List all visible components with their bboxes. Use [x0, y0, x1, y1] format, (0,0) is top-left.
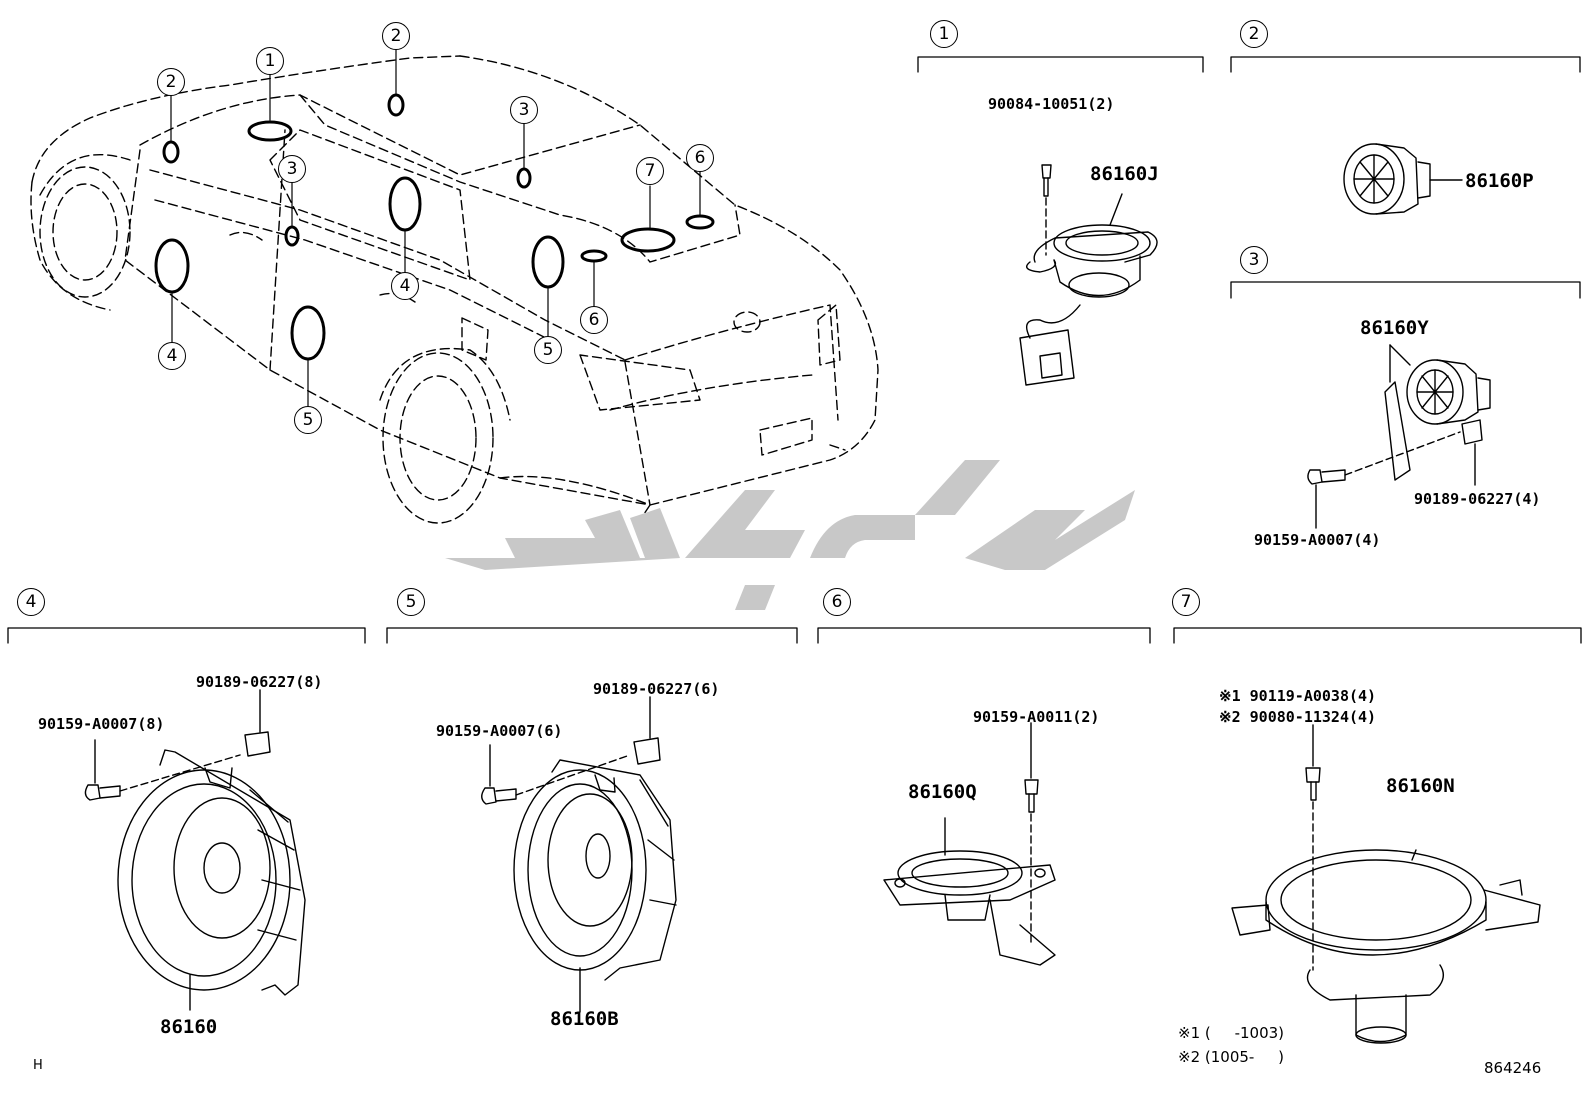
part-label-p4-screw: 90159-A0007(8) — [38, 715, 165, 733]
callout-4-car-rear: 4 — [391, 272, 419, 300]
watermark-logo — [445, 460, 1135, 610]
callout-4-car-front: 4 — [158, 342, 186, 370]
callout-2-car-roof: 2 — [382, 22, 410, 50]
part-label-p6-speaker: 86160Q — [908, 781, 977, 803]
part-label-p7-speaker: 86160N — [1386, 775, 1455, 797]
callout-leaders — [170, 49, 701, 407]
section-callout-5: 5 — [397, 588, 425, 616]
section-callout-1: 1 — [930, 20, 958, 48]
callout-3-car-rear: 3 — [510, 96, 538, 124]
speaker-86160n — [1231, 724, 1541, 1044]
callout-5-car-rear: 5 — [534, 336, 562, 364]
diagram-number: 864246 — [1484, 1059, 1542, 1077]
callout-5-car-front: 5 — [294, 406, 322, 434]
part-label-p1-screw: 90084-10051(2) — [988, 95, 1115, 113]
part-label-p5-nut: 90189-06227(6) — [593, 680, 720, 698]
speaker-86160q — [883, 722, 1056, 966]
part-label-p5-screw: 90159-A0007(6) — [436, 722, 563, 740]
part-label-p5-speaker: 86160B — [550, 1008, 619, 1030]
part-label-p6-screw: 90159-A0011(2) — [973, 708, 1100, 726]
callout-7-car: 7 — [636, 157, 664, 185]
footnote-1: ※1 ( -1003) — [1178, 1024, 1285, 1042]
speaker-86160p — [1343, 143, 1463, 215]
speaker-location-rings — [154, 93, 715, 361]
car-outline — [30, 55, 879, 524]
section-callout-2: 2 — [1240, 20, 1268, 48]
section-callout-4: 4 — [17, 588, 45, 616]
section-callout-3: 3 — [1240, 246, 1268, 274]
part-label-p7-screw2: ※2 90080-11324(4) — [1219, 708, 1377, 726]
speaker-86160b — [481, 696, 677, 1013]
section-callout-6: 6 — [823, 588, 851, 616]
part-label-p3-nut: 90189-06227(4) — [1414, 490, 1541, 508]
callout-6-car-bottom: 6 — [580, 306, 608, 334]
speaker-86160 — [84, 689, 306, 1011]
section-callout-7: 7 — [1172, 588, 1200, 616]
part-label-p3-speaker: 86160Y — [1360, 317, 1429, 339]
corner-code: H — [33, 1058, 43, 1073]
part-label-p4-speaker: 86160 — [160, 1016, 218, 1038]
callout-3-car-front: 3 — [278, 155, 306, 183]
footnote-2: ※2 (1005- ) — [1178, 1048, 1285, 1066]
callout-2-car-pillar: 2 — [157, 68, 185, 96]
part-label-p7-screw1: ※1 90119-A0038(4) — [1219, 687, 1377, 705]
part-label-p4-nut: 90189-06227(8) — [196, 673, 323, 691]
speaker-86160y — [1307, 344, 1491, 529]
callout-1-car: 1 — [256, 47, 284, 75]
part-label-p1-speaker: 86160J — [1090, 163, 1159, 185]
callout-6-car-top: 6 — [686, 144, 714, 172]
section-brackets — [7, 56, 1582, 644]
part-label-p3-screw: 90159-A0007(4) — [1254, 531, 1381, 549]
part-label-p2-speaker: 86160P — [1465, 170, 1534, 192]
speaker-86160j — [1019, 164, 1158, 386]
